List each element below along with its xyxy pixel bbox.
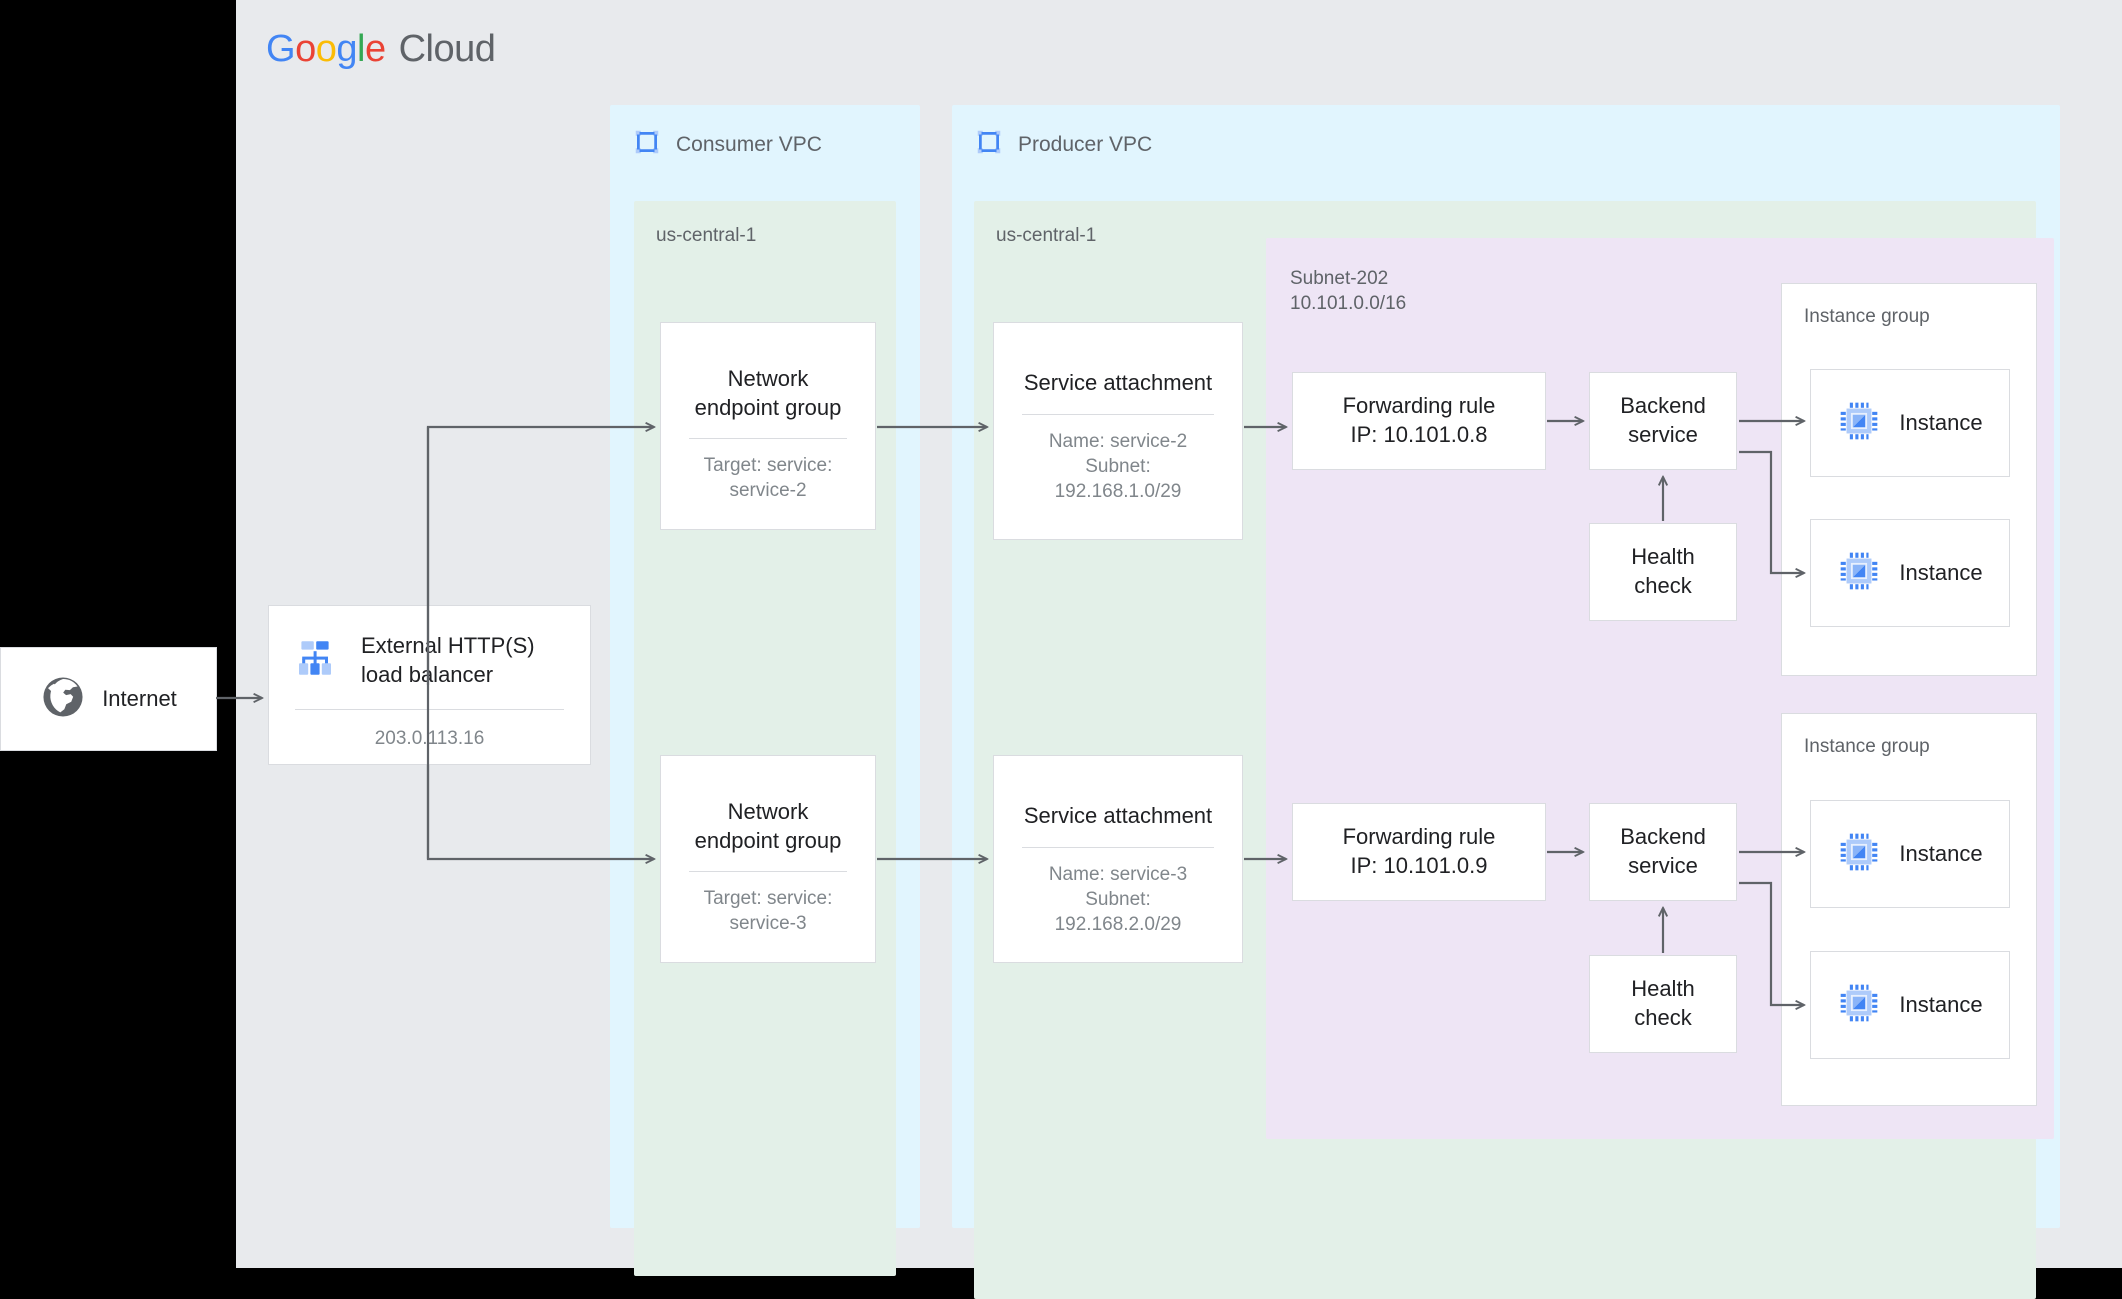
instance-1-1: Instance — [1810, 369, 2010, 477]
neg-2-title-line2: endpoint group — [694, 827, 842, 853]
divider — [1022, 846, 1214, 848]
backend-service-1: Backend service — [1589, 372, 1737, 470]
load-balancer-ip: 203.0.113.16 — [374, 728, 485, 750]
instance-2-2-label: Instance — [1899, 992, 1983, 1017]
forwarding-rule-2-line2: IP: 10.101.0.9 — [1350, 853, 1488, 878]
instance-chip-icon — [1837, 549, 1881, 598]
service-attachment-2-subnet-cidr: 192.168.2.0/29 — [1054, 913, 1182, 935]
load-balancer-title-line2: load balancer — [361, 661, 494, 687]
vpc-icon — [632, 127, 662, 162]
instance-1-1-label: Instance — [1899, 410, 1983, 435]
service-attachment-1: Service attachment Name: service-2 Subne… — [993, 322, 1243, 540]
forwarding-rule-1: Forwarding rule IP: 10.101.0.8 — [1292, 372, 1546, 470]
globe-icon — [40, 674, 86, 725]
instance-chip-icon — [1837, 399, 1881, 448]
neg-2-target-value: service-3 — [729, 913, 807, 935]
instance-chip-icon — [1837, 981, 1881, 1030]
google-cloud-logo: Google Cloud — [266, 28, 496, 71]
health-check-1-line2: check — [1634, 573, 1692, 598]
load-balancer-icon — [295, 634, 343, 687]
instance-1-2-label: Instance — [1899, 560, 1983, 585]
vpc-icon — [974, 127, 1004, 162]
service-attachment-2-name: Name: service-3 — [1048, 863, 1188, 885]
instance-2-1: Instance — [1810, 800, 2010, 908]
neg-2-title-line1: Network — [727, 799, 809, 824]
external-load-balancer-node: External HTTP(S) load balancer 203.0.113… — [268, 605, 591, 765]
backend-service-2: Backend service — [1589, 803, 1737, 901]
backend-service-1-line2: service — [1628, 422, 1698, 447]
subnet-cidr: 10.101.0.0/16 — [1290, 293, 1407, 315]
service-attachment-1-subnet-label: Subnet: — [1085, 455, 1151, 477]
service-attachment-2-title: Service attachment — [1023, 803, 1213, 828]
backend-service-1-line1: Backend — [1620, 393, 1706, 419]
health-check-2-line2: check — [1634, 1005, 1692, 1030]
network-endpoint-group-2: Network endpoint group Target: service: … — [660, 755, 876, 963]
producer-region-label: us-central-1 — [996, 225, 1097, 246]
network-endpoint-group-1: Network endpoint group Target: service: … — [660, 322, 876, 530]
neg-1-title-line1: Network — [727, 366, 809, 391]
producer-vpc-title: Producer VPC — [1018, 132, 1153, 156]
logo-letter-e: e — [364, 28, 386, 70]
neg-1-target-label: Target: service: — [703, 455, 833, 477]
instance-1-2: Instance — [1810, 519, 2010, 627]
service-attachment-1-name: Name: service-2 — [1048, 430, 1188, 452]
neg-1-title-line2: endpoint group — [694, 394, 842, 420]
logo-letter-g2: g — [336, 28, 357, 70]
backend-service-2-line1: Backend — [1620, 824, 1706, 850]
internet-label: Internet — [102, 686, 177, 711]
instance-2-2: Instance — [1810, 951, 2010, 1059]
logo-letter-g1: G — [266, 28, 296, 70]
load-balancer-title-line1: External HTTP(S) — [361, 633, 535, 658]
consumer-vpc-container: Consumer VPC us-central-1 — [610, 105, 920, 1276]
instance-group-2-label: Instance group — [1804, 736, 1930, 757]
forwarding-rule-1-line1: Forwarding rule — [1342, 393, 1496, 419]
instance-group-1-label: Instance group — [1804, 306, 1930, 327]
logo-letter-o2: o — [315, 28, 337, 70]
neg-2-target-label: Target: service: — [703, 888, 833, 910]
logo-letter-l: l — [356, 28, 365, 70]
backend-service-2-line2: service — [1628, 853, 1698, 878]
divider — [1022, 413, 1214, 415]
consumer-vpc-header: Consumer VPC — [632, 127, 822, 162]
divider — [295, 709, 564, 711]
forwarding-rule-2: Forwarding rule IP: 10.101.0.9 — [1292, 803, 1546, 901]
neg-1-target-value: service-2 — [729, 480, 807, 502]
health-check-2: Health check — [1589, 955, 1737, 1053]
health-check-1: Health check — [1589, 523, 1737, 621]
instance-2-1-label: Instance — [1899, 841, 1983, 866]
health-check-2-line1: Health — [1631, 976, 1695, 1002]
logo-letter-o1: o — [295, 28, 316, 70]
service-attachment-1-subnet-cidr: 192.168.1.0/29 — [1054, 480, 1182, 502]
divider — [689, 871, 847, 873]
service-attachment-2: Service attachment Name: service-3 Subne… — [993, 755, 1243, 963]
subnet-name: Subnet-202 — [1290, 268, 1389, 289]
service-attachment-1-title: Service attachment — [1023, 370, 1213, 395]
producer-vpc-header: Producer VPC — [974, 127, 1152, 162]
internet-node: Internet — [0, 647, 217, 751]
consumer-vpc-title: Consumer VPC — [676, 132, 822, 156]
instance-chip-icon — [1837, 830, 1881, 879]
consumer-region-label: us-central-1 — [656, 225, 757, 246]
health-check-1-line1: Health — [1631, 544, 1695, 570]
forwarding-rule-2-line1: Forwarding rule — [1342, 824, 1496, 850]
divider — [689, 438, 847, 440]
forwarding-rule-1-line2: IP: 10.101.0.8 — [1350, 422, 1488, 447]
service-attachment-2-subnet-label: Subnet: — [1085, 888, 1151, 910]
logo-word-cloud: Cloud — [398, 28, 496, 70]
